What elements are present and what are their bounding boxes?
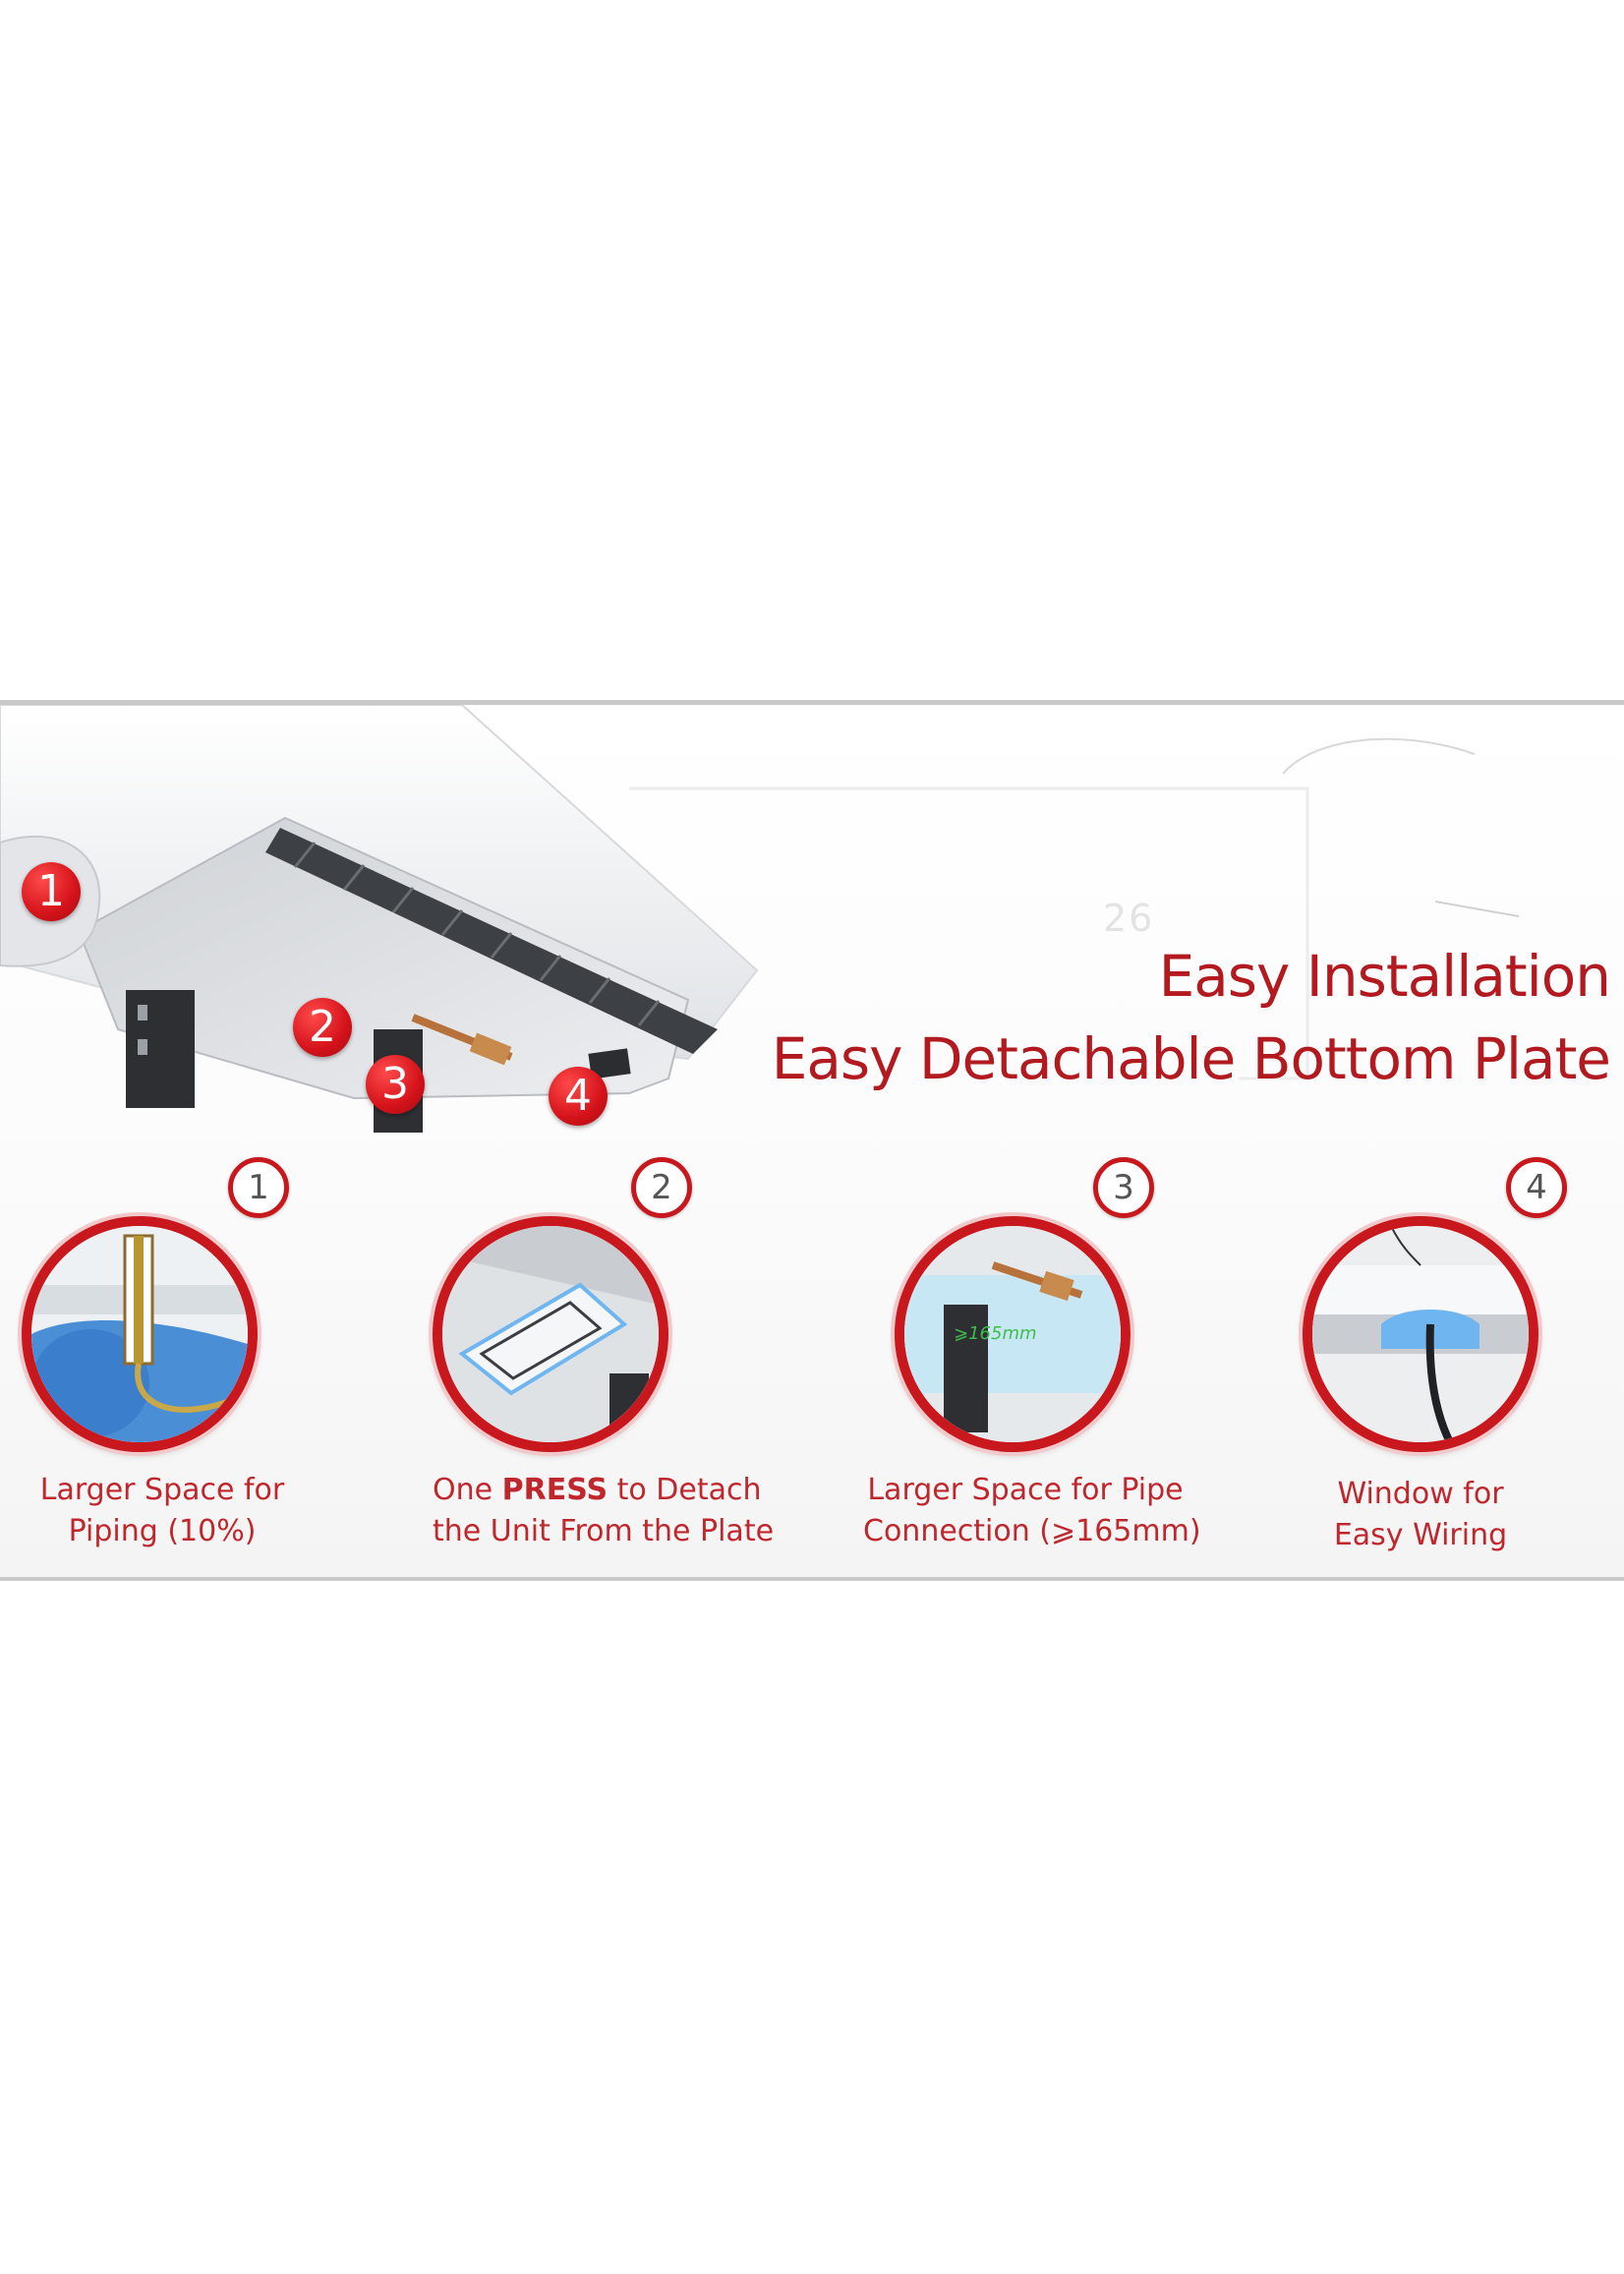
headline-line-2: Easy Detachable Bottom Plate (771, 1025, 1611, 1092)
feature-image-ring (433, 1216, 668, 1452)
hero-marker-1: 1 (22, 862, 81, 921)
caption-line-1: Window for (1337, 1477, 1504, 1511)
caption-bold-press: PRESS (501, 1473, 609, 1507)
headline-line-1: Easy Installation (1158, 943, 1611, 1010)
caption-line-2: the Unit From the Plate (433, 1514, 775, 1548)
piping-space-icon (31, 1226, 248, 1442)
feature-caption: Window for Easy Wiring (1258, 1474, 1583, 1556)
hero-section: 26 1 2 3 4 Easy Installation Easy Detach… (0, 705, 1624, 1167)
feature-image-ring (1303, 1216, 1538, 1452)
feature-image-ring: ⩾165mm (895, 1216, 1131, 1452)
caption-line-1: Larger Space for (39, 1473, 285, 1507)
caption-post: to Detach (608, 1473, 762, 1507)
wiring-window-icon (1312, 1226, 1529, 1442)
hero-marker-4: 4 (549, 1067, 608, 1126)
feature-pipe-connection: 3 ⩾165mm Larger Space for Pipe Connectio… (863, 1157, 1258, 1570)
caption-pre: One (433, 1473, 502, 1507)
caption-line-1: One PRESS to Detach (433, 1470, 761, 1511)
display-digits: 26 (1103, 897, 1155, 940)
caption-line-2: Connection (⩾165mm) (863, 1514, 1201, 1548)
caption-line-1: Larger Space for Pipe (867, 1473, 1184, 1507)
caption-line-2: Piping (10%) (68, 1514, 257, 1548)
feature-number-badge: 2 (631, 1157, 692, 1218)
hero-marker-2: 2 (293, 998, 352, 1057)
feature-press-detach: 2 One PRESS to Detach the Unit From the … (403, 1157, 796, 1570)
feature-caption: Larger Space for Piping (10%) (0, 1470, 324, 1552)
caption-line-2: Easy Wiring (1333, 1518, 1508, 1552)
press-plate-icon (442, 1226, 659, 1442)
feature-caption: One PRESS to Detach the Unit From the Pl… (433, 1470, 775, 1552)
feature-number-badge: 1 (228, 1157, 289, 1218)
pipe-connection-icon: ⩾165mm (904, 1226, 1121, 1442)
feature-piping-space: 1 Larger Space for Piping (10%) (0, 1157, 393, 1570)
measure-label: ⩾165mm (954, 1323, 1037, 1344)
feature-caption: Larger Space for Pipe Connection (⩾165mm… (863, 1470, 1201, 1552)
feature-number-badge: 4 (1506, 1157, 1567, 1218)
ac-unit-illustration (0, 705, 1520, 1133)
feature-number-badge: 3 (1093, 1157, 1154, 1218)
product-banner: 26 1 2 3 4 Easy Installation Easy Detach… (0, 700, 1624, 1581)
feature-image-ring (22, 1216, 258, 1452)
feature-wiring-window: 4 Window for Easy Wiring (1278, 1157, 1624, 1570)
hero-marker-3: 3 (366, 1055, 425, 1114)
